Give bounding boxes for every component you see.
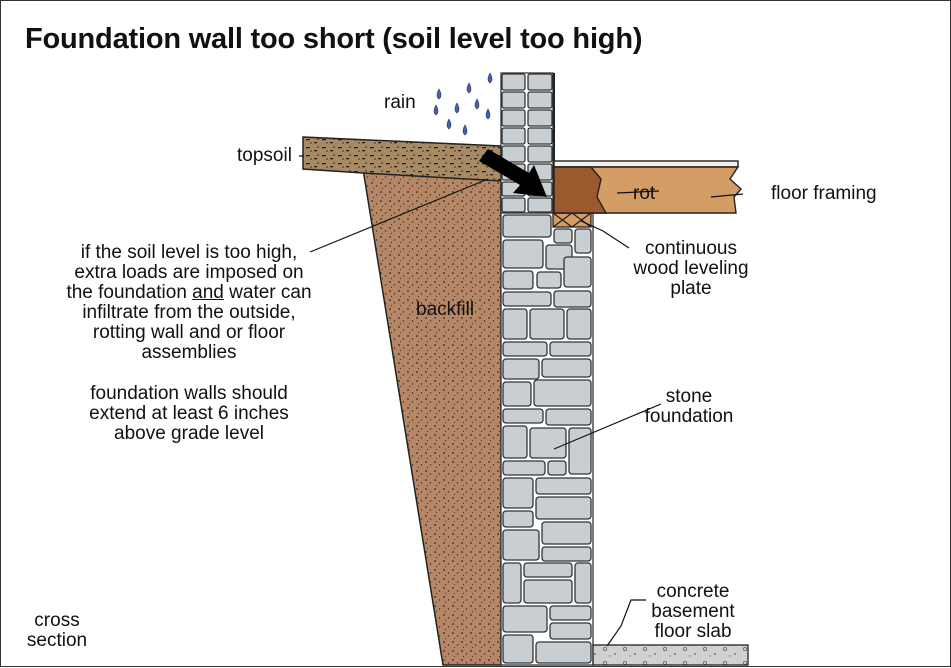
soil-note-line-3-post: water can bbox=[223, 282, 312, 303]
leader-lines bbox=[299, 155, 744, 647]
slab-label: concrete basement floor slab bbox=[633, 582, 753, 642]
backfill-label: backfill bbox=[416, 299, 475, 320]
grade-note-line-2: extend at least 6 inches bbox=[89, 403, 289, 424]
water-infiltration-arrow bbox=[479, 149, 547, 197]
concrete-slab bbox=[592, 644, 749, 666]
soil-note-line-3-underlined: and bbox=[192, 282, 224, 303]
rot-label: rot bbox=[633, 183, 656, 204]
cross-section-line-1: cross bbox=[34, 610, 80, 631]
slab-line-3: floor slab bbox=[654, 621, 732, 642]
rain-label: rain bbox=[384, 92, 416, 113]
leveling-plate bbox=[552, 212, 592, 228]
leveling-plate-line-2: wood leveling bbox=[633, 258, 749, 279]
soil-note-line-2: extra loads are imposed on bbox=[74, 262, 304, 283]
stone-foundation-line-1: stone bbox=[665, 386, 713, 407]
soil-level-note: if the soil level is too high, extra loa… bbox=[41, 243, 337, 363]
leveling-plate-line-3: plate bbox=[670, 278, 712, 299]
floor-framing-label: floor framing bbox=[771, 183, 877, 204]
topsoil-label: topsoil bbox=[237, 145, 292, 166]
grade-note-line-3: above grade level bbox=[114, 423, 264, 444]
slab-line-2: basement bbox=[651, 601, 735, 622]
stone-foundation-line-2: foundation bbox=[644, 406, 734, 427]
grade-level-note: foundation walls should extend at least … bbox=[61, 384, 317, 444]
topsoil-layer bbox=[302, 136, 502, 182]
diagram-title: Foundation wall too short (soil level to… bbox=[25, 23, 643, 55]
backfill-wedge bbox=[362, 168, 502, 666]
soil-note-line-5: rotting wall and or floor bbox=[92, 322, 286, 343]
leveling-plate-label: continuous wood leveling plate bbox=[623, 239, 759, 299]
leveling-plate-line-1: continuous bbox=[645, 238, 737, 259]
grade-note-line-1: foundation walls should bbox=[90, 383, 288, 404]
stone-foundation-label: stone foundation bbox=[629, 387, 749, 427]
soil-note-line-3-pre: the foundation bbox=[66, 282, 193, 303]
floor-framing-joist bbox=[553, 160, 742, 214]
soil-note-line-6: assemblies bbox=[141, 342, 237, 363]
cross-section-line-2: section bbox=[26, 630, 88, 651]
rain-drops bbox=[433, 72, 493, 136]
soil-note-line-3: the foundation and water can bbox=[41, 283, 337, 303]
soil-note-line-1: if the soil level is too high, bbox=[80, 242, 298, 263]
cross-section-label: cross section bbox=[19, 611, 95, 651]
soil-note-line-4: infiltrate from the outside, bbox=[82, 302, 296, 323]
slab-line-1: concrete bbox=[656, 581, 730, 602]
